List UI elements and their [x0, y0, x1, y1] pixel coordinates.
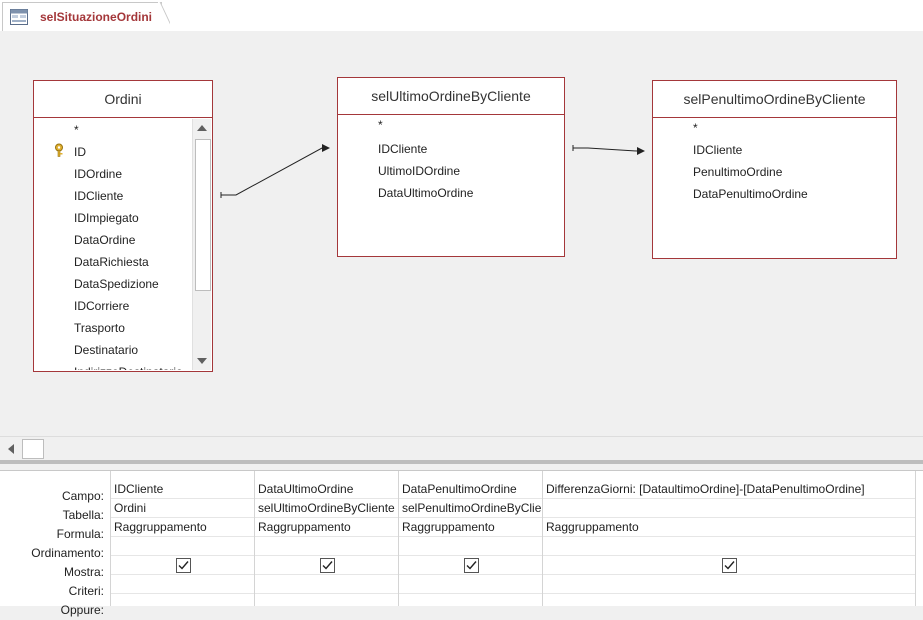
- field-dataordine[interactable]: DataOrdine: [74, 233, 136, 247]
- cell-oppure[interactable]: [255, 594, 399, 606]
- cell-formula[interactable]: Raggruppamento: [399, 518, 543, 537]
- row-label-tabella: Tabella:: [62, 508, 104, 522]
- tab-edge: [158, 2, 170, 31]
- row-label-oppure: Oppure:: [60, 603, 104, 617]
- cell-oppure[interactable]: [543, 594, 915, 606]
- field-list-scrollbar[interactable]: [192, 119, 211, 370]
- cell-campo[interactable]: DataUltimoOrdine: [255, 480, 399, 499]
- field-idordine[interactable]: IDOrdine: [74, 167, 123, 181]
- row-label-mostra: Mostra:: [63, 565, 104, 579]
- show-checkbox[interactable]: [176, 558, 191, 573]
- scrollbar-thumb[interactable]: [22, 439, 44, 459]
- table-title: selUltimoOrdineByCliente: [338, 78, 564, 115]
- table-ordini[interactable]: Ordini * ID IDOrdine IDCliente IDImpiega…: [33, 80, 213, 372]
- cell-formula[interactable]: Raggruppamento: [543, 518, 915, 537]
- document-tab-strip: selSituazioneOrdini: [0, 0, 923, 32]
- scrollbar-thumb[interactable]: [195, 139, 211, 291]
- cell-formula[interactable]: Raggruppamento: [111, 518, 255, 537]
- query-design-icon: [10, 9, 28, 25]
- field-list: * IDCliente UltimoIDOrdine DataUltimoOrd…: [338, 115, 564, 255]
- cell-criteri[interactable]: [111, 575, 255, 594]
- tab-title: selSituazioneOrdini: [40, 10, 153, 24]
- row-label-campo: Campo:: [61, 489, 104, 503]
- cell-campo[interactable]: DifferenzaGiorni: [DataultimoOrdine]-[Da…: [543, 480, 915, 499]
- field-datapenultimoordine[interactable]: DataPenultimoOrdine: [693, 187, 808, 201]
- field-list: * ID IDOrdine IDCliente IDImpiegato Data…: [34, 118, 192, 370]
- query-design-grid: Campo: Tabella: Formula: Ordinamento: Mo…: [0, 464, 923, 617]
- show-checkbox[interactable]: [320, 558, 335, 573]
- cell-formula[interactable]: Raggruppamento: [255, 518, 399, 537]
- show-checkbox[interactable]: [722, 558, 737, 573]
- field-idcliente[interactable]: IDCliente: [378, 142, 428, 156]
- show-checkbox[interactable]: [464, 558, 479, 573]
- cell-oppure[interactable]: [111, 594, 255, 606]
- checkmark-icon: [724, 561, 735, 570]
- table-title: selPenultimoOrdineByCliente: [653, 81, 896, 118]
- cell-tabella[interactable]: selUltimoOrdineByCliente: [255, 499, 399, 518]
- cell-ordinamento[interactable]: [111, 537, 255, 556]
- canvas-horizontal-scrollbar[interactable]: [0, 436, 923, 461]
- cell-mostra: [543, 556, 915, 575]
- field-dataspedizione[interactable]: DataSpedizione: [74, 277, 159, 291]
- tab-query[interactable]: selSituazioneOrdini: [2, 2, 162, 31]
- scroll-left-arrow-icon[interactable]: [2, 440, 20, 458]
- field-all[interactable]: *: [74, 123, 79, 137]
- field-penultimoordine[interactable]: PenultimoOrdine: [693, 165, 783, 179]
- cell-oppure[interactable]: [399, 594, 543, 606]
- field-trasporto[interactable]: Trasporto: [74, 321, 125, 335]
- field-idcliente[interactable]: IDCliente: [74, 189, 124, 203]
- checkmark-icon: [322, 561, 333, 570]
- field-idcorriere[interactable]: IDCorriere: [74, 299, 130, 313]
- field-idcliente[interactable]: IDCliente: [693, 143, 743, 157]
- grid-column[interactable]: IDCliente Ordini Raggruppamento: [110, 471, 255, 606]
- field-indirizzodestinatario[interactable]: IndirizzoDestinatario: [74, 362, 183, 370]
- field-list: * IDCliente PenultimoOrdine DataPenultim…: [653, 118, 896, 257]
- field-destinatario[interactable]: Destinatario: [74, 343, 139, 357]
- cell-tabella[interactable]: Ordini: [111, 499, 255, 518]
- cell-campo[interactable]: IDCliente: [111, 480, 255, 499]
- field-ultimoidordine[interactable]: UltimoIDOrdine: [378, 164, 461, 178]
- table-selpenultimoordinebycliente[interactable]: selPenultimoOrdineByCliente * IDCliente …: [652, 80, 897, 259]
- cell-mostra: [255, 556, 399, 575]
- join-line-ordini-ultimo: [220, 144, 330, 198]
- field-dataultimoordine[interactable]: DataUltimoOrdine: [378, 186, 474, 200]
- grid-column[interactable]: DataUltimoOrdine selUltimoOrdineByClient…: [254, 471, 399, 606]
- cell-tabella[interactable]: [543, 499, 915, 518]
- scroll-down-arrow-icon[interactable]: [193, 352, 211, 370]
- cell-mostra: [399, 556, 543, 575]
- cell-criteri[interactable]: [543, 575, 915, 594]
- join-line-ultimo-penultimo: [572, 145, 645, 155]
- scroll-up-arrow-icon[interactable]: [193, 119, 211, 137]
- row-label-criteri: Criteri:: [68, 584, 104, 598]
- query-design-canvas[interactable]: Ordini * ID IDOrdine IDCliente IDImpiega…: [0, 31, 923, 436]
- cell-tabella[interactable]: selPenultimoOrdineByCliente: [399, 499, 543, 518]
- grid-column-selector-bar[interactable]: [0, 464, 923, 471]
- cell-ordinamento[interactable]: [255, 537, 399, 556]
- checkmark-icon: [466, 561, 477, 570]
- cell-ordinamento[interactable]: [399, 537, 543, 556]
- field-all[interactable]: *: [693, 121, 698, 135]
- field-idimpiegato[interactable]: IDImpiegato: [74, 211, 139, 225]
- grid-column[interactable]: DataPenultimoOrdine selPenultimoOrdineBy…: [398, 471, 543, 606]
- field-all[interactable]: *: [378, 118, 383, 132]
- cell-criteri[interactable]: [255, 575, 399, 594]
- cell-mostra: [111, 556, 255, 575]
- checkmark-icon: [178, 561, 189, 570]
- pane-splitter[interactable]: [0, 460, 923, 464]
- cell-criteri[interactable]: [399, 575, 543, 594]
- cell-ordinamento[interactable]: [543, 537, 915, 556]
- join-lines: [220, 144, 645, 198]
- row-label-ordinamento: Ordinamento:: [31, 546, 104, 560]
- table-selultimoordinebycliente[interactable]: selUltimoOrdineByCliente * IDCliente Ult…: [337, 77, 565, 257]
- table-title: Ordini: [34, 81, 212, 118]
- field-datarichiesta[interactable]: DataRichiesta: [74, 255, 149, 269]
- grid-column[interactable]: DifferenzaGiorni: [DataultimoOrdine]-[Da…: [542, 471, 916, 606]
- cell-campo[interactable]: DataPenultimoOrdine: [399, 480, 543, 499]
- primary-key-icon: [55, 143, 63, 157]
- field-id[interactable]: ID: [74, 145, 86, 159]
- row-label-formula: Formula:: [56, 527, 104, 541]
